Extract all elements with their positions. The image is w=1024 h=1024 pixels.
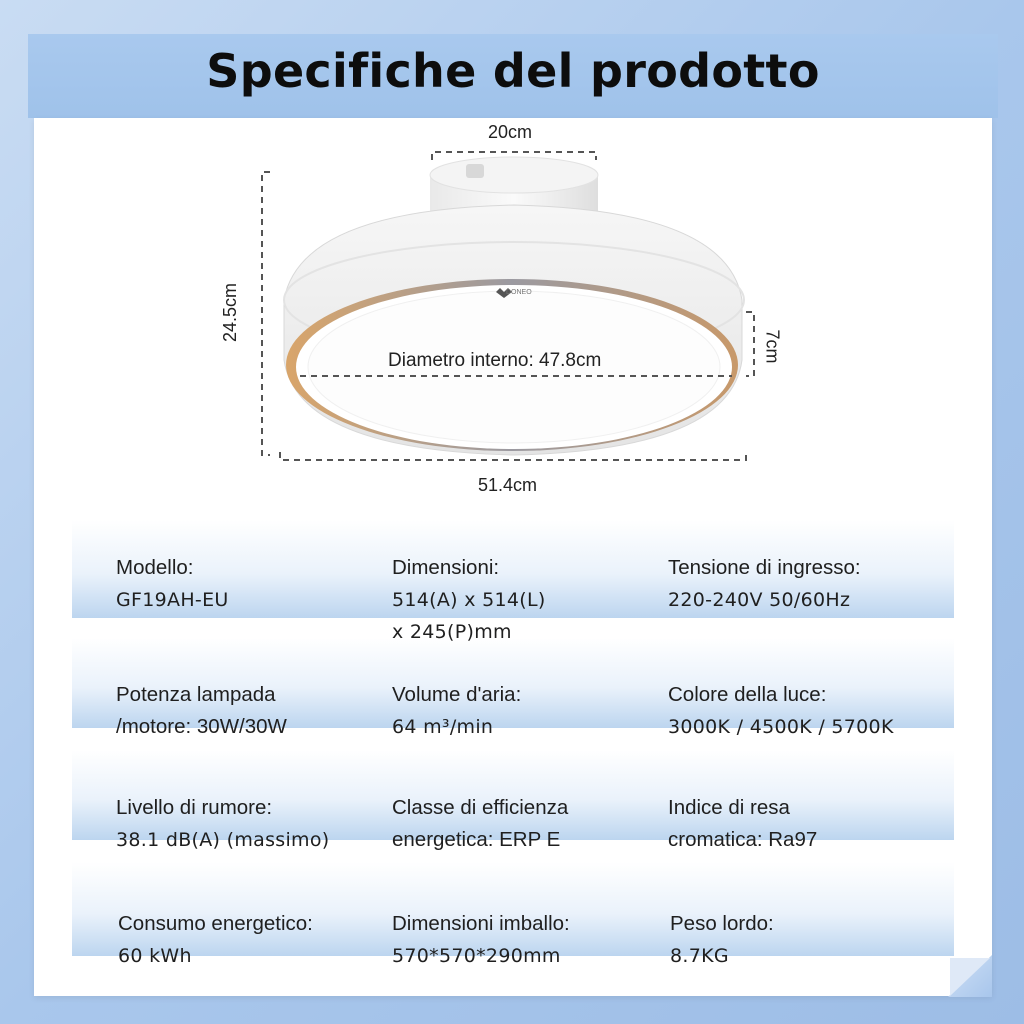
- fan-body: [283, 204, 745, 456]
- spec-label: Indice di resa cromatica: Ra97: [668, 796, 818, 851]
- spec-power: Potenza lampada /motore: 30W/30W: [116, 647, 287, 743]
- spec-label: Dimensioni imballo:: [392, 912, 570, 935]
- spec-value: 60 kWh: [118, 945, 192, 967]
- spec-label: Volume d'aria:: [392, 683, 522, 706]
- spec-airflow: Volume d'aria: 64 m³/min: [392, 647, 521, 775]
- spec-voltage: Tensione di ingresso: 220-240V 50/60Hz: [668, 520, 861, 648]
- spec-value: 570*570*290mm: [392, 945, 561, 967]
- spec-row-4: [72, 862, 954, 956]
- header-band: [28, 34, 998, 118]
- spec-efficiency: Classe di efficienza energetica: ERP E: [392, 760, 568, 856]
- spec-label: Dimensioni:: [392, 556, 500, 579]
- spec-noise: Livello di rumore: 38.1 dB(A) (massimo): [116, 760, 330, 888]
- spec-label: Modello:: [116, 556, 194, 579]
- spec-consumption: Consumo energetico: 60 kWh: [118, 876, 313, 1004]
- dim-height-label: 24.5cm: [220, 282, 241, 343]
- spec-value: 64 m³/min: [392, 716, 494, 738]
- spec-label: Colore della luce:: [668, 683, 827, 706]
- dim-line-top: [431, 151, 597, 160]
- dim-line-right: [746, 311, 755, 377]
- spec-package: Dimensioni imballo: 570*570*290mm: [392, 876, 570, 1004]
- spec-label: Classe di efficienza energetica: ERP E: [392, 796, 569, 851]
- dim-line-left: [261, 171, 270, 456]
- brand-logo: [496, 288, 512, 298]
- spec-value: GF19AH-EU: [116, 589, 229, 611]
- spec-light-color: Colore della luce: 3000K / 4500K / 5700K: [668, 647, 894, 775]
- spec-label: Potenza lampada /motore: 30W/30W: [116, 683, 287, 738]
- dim-line-bottom: [279, 452, 747, 461]
- inner-diameter-label: Diametro interno: 47.8cm: [388, 350, 602, 371]
- spec-value: 514(A) x 514(L) x 245(P)mm: [392, 589, 546, 643]
- spec-label: Peso lordo:: [670, 912, 774, 935]
- spec-value: 38.1 dB(A) (massimo): [116, 829, 330, 851]
- dim-width-label: 51.4cm: [478, 475, 538, 495]
- spec-label: Tensione di ingresso:: [668, 556, 861, 579]
- page-title: Specifiche del prodotto: [206, 44, 820, 98]
- spec-row-3: [72, 750, 954, 840]
- dim-top-label: 20cm: [488, 122, 533, 142]
- spec-dimensions: Dimensioni: 514(A) x 514(L) x 245(P)mm: [392, 520, 546, 680]
- brand-name: DONEO: [506, 289, 532, 296]
- spec-model: Modello: GF19AH-EU: [116, 520, 229, 648]
- spec-row-1: [72, 520, 954, 618]
- spec-value: 3000K / 4500K / 5700K: [668, 716, 894, 738]
- spec-label: Livello di rumore:: [116, 796, 273, 819]
- spec-value: 8.7KG: [670, 945, 729, 967]
- dim-side-label: 7cm: [762, 329, 783, 364]
- spec-value: 220-240V 50/60Hz: [668, 589, 851, 611]
- spec-cri: Indice di resa cromatica: Ra97: [668, 760, 817, 856]
- spec-row-2: [72, 638, 954, 728]
- spec-label: Consumo energetico:: [118, 912, 313, 935]
- spec-weight: Peso lordo: 8.7KG: [670, 876, 774, 1004]
